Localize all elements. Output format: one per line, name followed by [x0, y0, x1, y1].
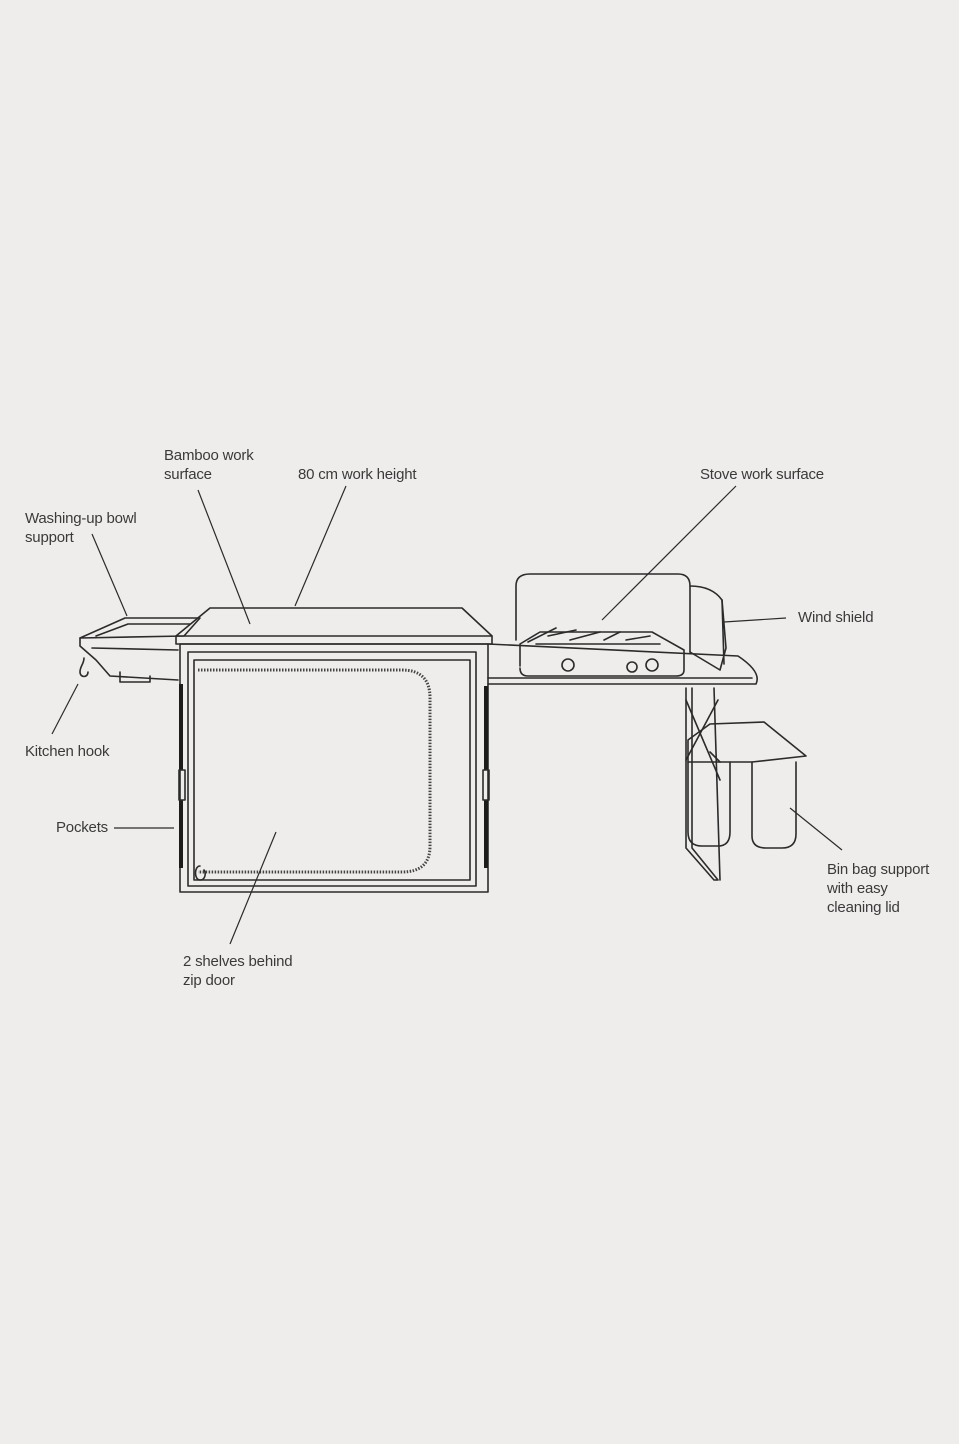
label-bamboo-work-surface: Bamboo work surface	[164, 447, 254, 483]
washing-up-bowl-support	[79, 617, 201, 683]
label-washing-up-bowl-support: Washing-up bowl support	[25, 510, 137, 546]
leader-shelves	[229, 831, 277, 945]
leader-bamboo	[197, 489, 251, 625]
label-stove-work-surface: Stove work surface	[700, 466, 824, 483]
label-bin-bag-support: Bin bag support with easy cleaning lid	[827, 861, 930, 916]
label-pockets: Pockets	[56, 819, 108, 836]
label-work-height: 80 cm work height	[298, 466, 417, 483]
leader-bin-bag	[789, 807, 843, 851]
leader-lines	[51, 485, 843, 945]
label-shelves: 2 shelves behind zip door	[183, 953, 293, 989]
stove	[515, 573, 691, 677]
main-cabinet	[175, 607, 493, 893]
leader-stove-surface	[601, 485, 737, 621]
bin-bag-support	[687, 721, 807, 849]
leader-work-height	[294, 485, 347, 607]
leader-washing-up	[91, 533, 128, 617]
label-wind-shield: Wind shield	[798, 609, 874, 626]
label-kitchen-hook: Kitchen hook	[25, 743, 110, 760]
leader-wind-shield	[723, 617, 787, 623]
leader-kitchen-hook	[51, 683, 79, 735]
wind-shield	[689, 585, 727, 671]
kitchen-hook-icon	[79, 657, 89, 678]
